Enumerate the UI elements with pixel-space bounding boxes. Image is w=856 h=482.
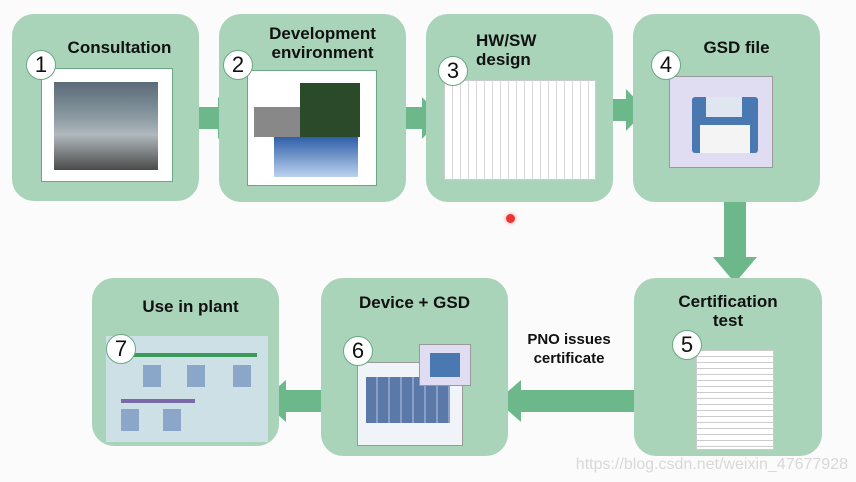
step-title: Consultation <box>67 38 172 57</box>
pno-issues-certificate-label: PNO issues certificate <box>527 331 611 367</box>
step-title: HW/SW design <box>476 31 537 69</box>
step-number: 1 <box>26 50 56 80</box>
step-title: Device + GSD <box>358 293 471 312</box>
arrow-5-to-6 <box>497 380 645 422</box>
step-title: GSD file <box>703 38 770 57</box>
step-gsd-file: GSD file 4 <box>633 14 820 202</box>
step-consultation: Consultation 1 <box>12 14 199 201</box>
step-title: Development environment <box>269 24 376 62</box>
floppy-disk-image <box>669 76 773 168</box>
step-title: Use in plant <box>142 297 239 316</box>
dev-tools-image <box>247 70 377 186</box>
step-certification-test: Certification test 5 <box>634 278 822 456</box>
arrow-4-to-5 <box>713 195 757 283</box>
step-number: 6 <box>343 336 373 366</box>
step-use-in-plant: Use in plant 7 <box>92 278 279 446</box>
step-hw-sw-design: HW/SW design 3 <box>426 14 613 202</box>
schematic-image <box>444 80 596 180</box>
step-number: 3 <box>438 56 468 86</box>
step-number: 7 <box>106 334 136 364</box>
floppy-disk-icon <box>419 344 471 386</box>
floppy-disk-icon <box>692 97 758 153</box>
step-device-gsd: Device + GSD 6 <box>321 278 508 456</box>
watermark: https://blog.csdn.net/weixin_47677928 <box>575 456 848 473</box>
cursor-dot <box>506 214 515 223</box>
step-development-environment: Development environment 2 <box>219 14 406 202</box>
step-number: 2 <box>223 50 253 80</box>
certificate-image <box>696 350 774 450</box>
meeting-photo <box>41 68 173 182</box>
step-number: 4 <box>651 50 681 80</box>
step-title: Certification test <box>678 292 778 330</box>
step-number: 5 <box>672 330 702 360</box>
